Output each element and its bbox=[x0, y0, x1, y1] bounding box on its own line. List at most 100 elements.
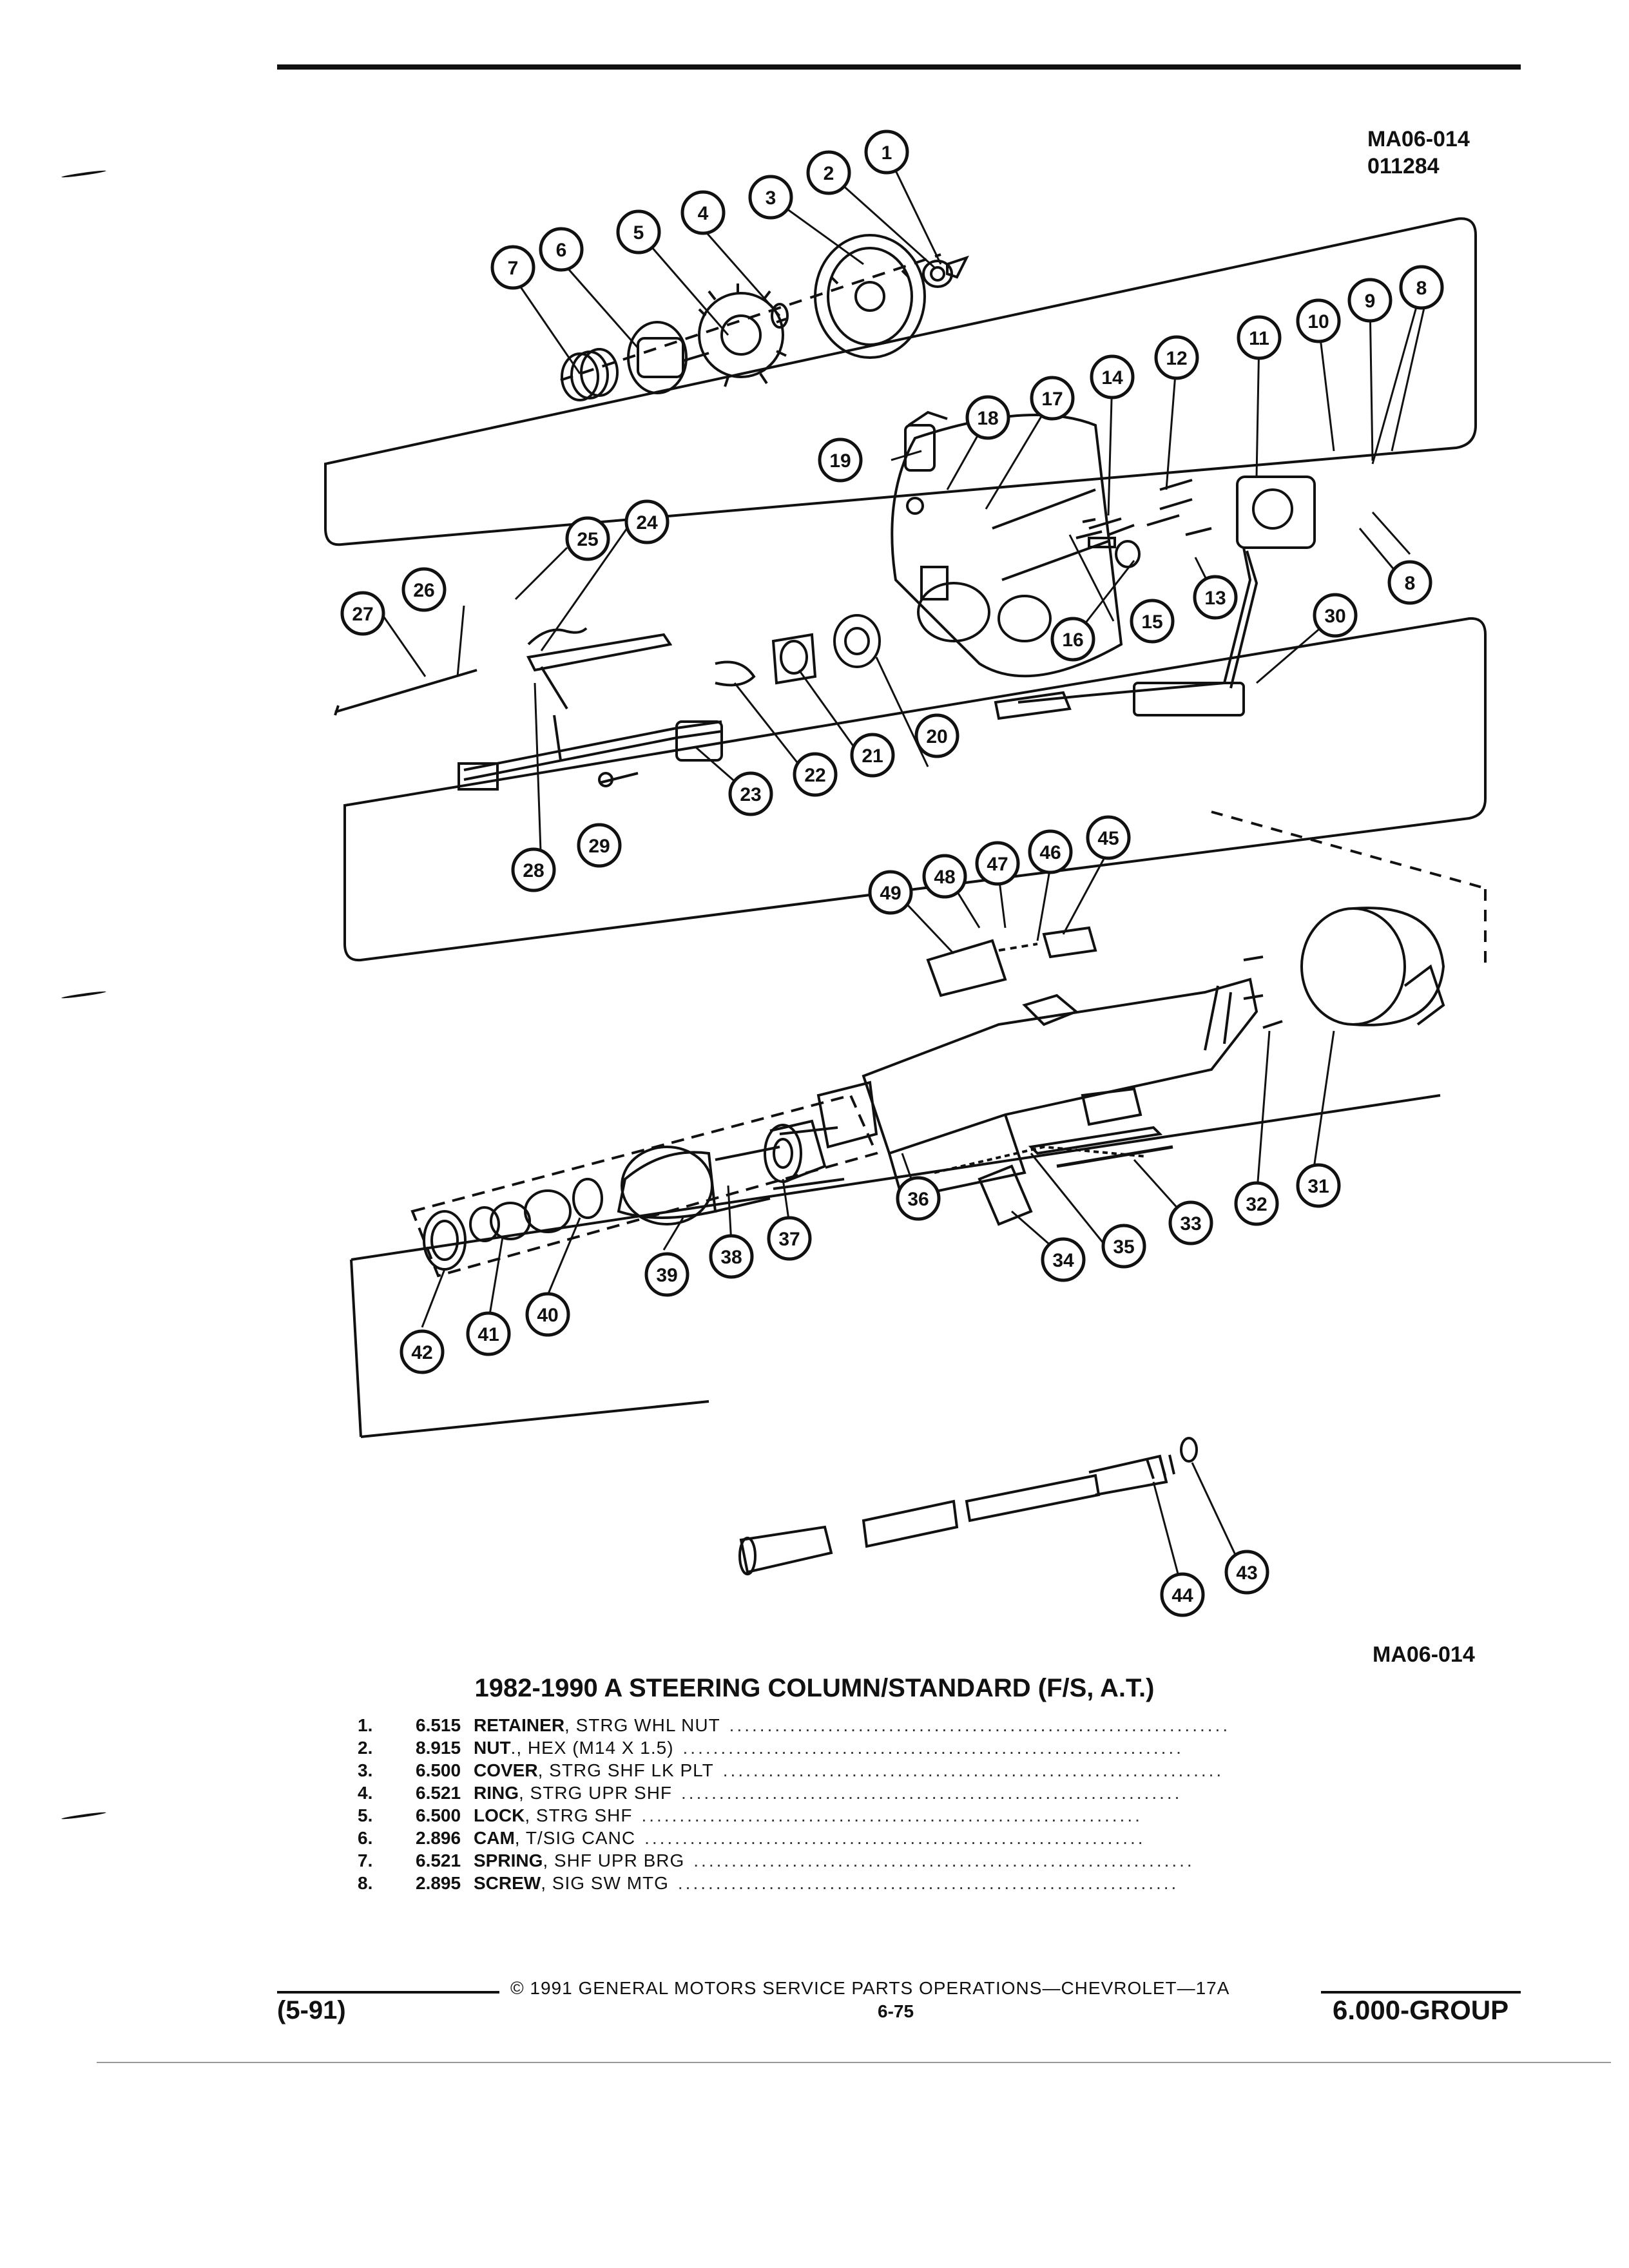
parts-row: 5. 6.500 LOCK , STRG SHF ...............… bbox=[358, 1804, 1389, 1827]
svg-text:27: 27 bbox=[352, 604, 373, 625]
column-parts-group bbox=[410, 907, 1445, 1278]
callout-26: 26 bbox=[401, 567, 447, 612]
callout-49: 49 bbox=[868, 870, 913, 915]
svg-text:32: 32 bbox=[1246, 1194, 1267, 1215]
callout-3: 3 bbox=[748, 175, 793, 220]
scan-edge-line bbox=[97, 2062, 1611, 2063]
leader-dots: ........................................… bbox=[677, 1873, 1179, 1893]
svg-text:16: 16 bbox=[1062, 629, 1083, 651]
binding-hole-mark bbox=[61, 1811, 106, 1820]
svg-text:9: 9 bbox=[1365, 291, 1376, 312]
svg-text:29: 29 bbox=[588, 836, 610, 857]
svg-text:26: 26 bbox=[413, 580, 434, 601]
svg-text:35: 35 bbox=[1113, 1236, 1134, 1258]
part-description: , STRG WHL NUT bbox=[564, 1715, 720, 1735]
revision-date: (5-91) bbox=[277, 1996, 346, 2024]
svg-text:8: 8 bbox=[1416, 278, 1427, 299]
callout-44: 44 bbox=[1160, 1572, 1205, 1617]
callout-31: 31 bbox=[1296, 1163, 1341, 1208]
svg-text:43: 43 bbox=[1236, 1562, 1257, 1584]
part-description: , STRG SHF bbox=[525, 1805, 633, 1825]
callout-14: 14 bbox=[1090, 354, 1135, 399]
top-rule bbox=[277, 64, 1521, 70]
leader-dots: ........................................… bbox=[729, 1715, 1231, 1735]
svg-text:10: 10 bbox=[1307, 311, 1329, 332]
callout-2: 2 bbox=[806, 150, 851, 195]
parts-row: 2. 8.915 NUT ., HEX (M14 X 1.5) ........… bbox=[358, 1736, 1389, 1759]
svg-text:18: 18 bbox=[977, 408, 998, 429]
callout-23: 23 bbox=[728, 771, 773, 816]
footer-rule-left bbox=[277, 1991, 499, 1994]
svg-text:33: 33 bbox=[1180, 1213, 1201, 1235]
part-name: NUT bbox=[474, 1738, 511, 1758]
svg-text:47: 47 bbox=[987, 854, 1008, 875]
svg-text:23: 23 bbox=[740, 784, 761, 805]
callout-11: 11 bbox=[1237, 315, 1282, 360]
figure-title: 1982-1990 A STEERING COLUMN/STANDARD (F/… bbox=[474, 1674, 1155, 1702]
callout-8-top: 8 bbox=[1399, 265, 1444, 310]
callout-6: 6 bbox=[539, 227, 584, 272]
page-number: 6-75 bbox=[878, 2001, 914, 2021]
leader-dots: ........................................… bbox=[641, 1805, 1142, 1825]
callout-42: 42 bbox=[400, 1329, 445, 1374]
svg-text:48: 48 bbox=[934, 867, 955, 888]
callout-35: 35 bbox=[1101, 1224, 1146, 1269]
part-name: RETAINER bbox=[474, 1715, 565, 1735]
svg-text:19: 19 bbox=[829, 450, 851, 472]
callout-40: 40 bbox=[525, 1292, 570, 1337]
figure-date-code: 011284 bbox=[1367, 154, 1440, 178]
callout-37: 37 bbox=[767, 1216, 812, 1261]
callout-47: 47 bbox=[975, 841, 1020, 886]
svg-text:11: 11 bbox=[1249, 328, 1269, 349]
leader-dots: ........................................… bbox=[693, 1850, 1195, 1870]
svg-text:25: 25 bbox=[577, 529, 598, 550]
part-group-code: 2.895 bbox=[416, 1873, 461, 1893]
parts-row: 4. 6.521 RING , STRG UPR SHF ...........… bbox=[358, 1782, 1389, 1804]
part-number: 8. bbox=[358, 1873, 373, 1893]
callout-36: 36 bbox=[896, 1176, 941, 1221]
part-description: , STRG UPR SHF bbox=[519, 1783, 673, 1803]
parts-row: 1. 6.515 RETAINER , STRG WHL NUT .......… bbox=[358, 1714, 1389, 1736]
svg-text:39: 39 bbox=[656, 1265, 677, 1286]
callout-4: 4 bbox=[680, 190, 726, 235]
part-group-code: 2.896 bbox=[416, 1828, 461, 1848]
svg-text:1: 1 bbox=[882, 142, 892, 164]
leader-dots: ........................................… bbox=[644, 1828, 1146, 1848]
svg-text:37: 37 bbox=[778, 1229, 800, 1250]
svg-text:46: 46 bbox=[1039, 842, 1061, 863]
svg-text:6: 6 bbox=[556, 240, 567, 261]
svg-text:20: 20 bbox=[926, 726, 947, 747]
svg-text:31: 31 bbox=[1307, 1176, 1329, 1197]
svg-text:40: 40 bbox=[537, 1305, 558, 1326]
part-description: , SHF UPR BRG bbox=[543, 1850, 685, 1870]
callout-12: 12 bbox=[1154, 335, 1199, 380]
callout-15: 15 bbox=[1130, 599, 1175, 644]
part-number: 3. bbox=[358, 1760, 373, 1780]
callout-33: 33 bbox=[1168, 1200, 1213, 1245]
part-number: 6. bbox=[358, 1828, 373, 1848]
callout-9: 9 bbox=[1347, 278, 1393, 323]
part-description: , STRG SHF LK PLT bbox=[537, 1760, 714, 1780]
svg-text:38: 38 bbox=[720, 1247, 742, 1268]
callout-21: 21 bbox=[850, 733, 895, 778]
callout-28: 28 bbox=[511, 847, 556, 892]
figure-ref-bottom: MA06-014 bbox=[1373, 1642, 1475, 1667]
svg-text:8: 8 bbox=[1405, 573, 1416, 594]
callout-19: 19 bbox=[818, 437, 863, 483]
part-name: CAM bbox=[474, 1828, 515, 1848]
part-number: 7. bbox=[358, 1850, 373, 1870]
svg-text:2: 2 bbox=[824, 163, 834, 184]
part-name: RING bbox=[474, 1783, 519, 1803]
callout-27: 27 bbox=[340, 591, 385, 636]
part-name: SPRING bbox=[474, 1850, 543, 1870]
callout-10: 10 bbox=[1296, 298, 1341, 343]
exploded-steering-column-diagram: 1 2 3 4 5 6 7 8 9 10 11 12 13 14 15 16 1… bbox=[324, 130, 1489, 1617]
part-description: , SIG SW MTG bbox=[541, 1873, 669, 1893]
leader-dots: ........................................… bbox=[722, 1760, 1224, 1780]
svg-text:30: 30 bbox=[1324, 606, 1345, 627]
figure-ref-top: MA06-014 bbox=[1367, 127, 1470, 151]
copyright-line: © 1991 GENERAL MOTORS SERVICE PARTS OPER… bbox=[510, 1978, 1230, 1998]
callout-45: 45 bbox=[1086, 815, 1131, 860]
part-name: SCREW bbox=[474, 1873, 541, 1893]
svg-text:5: 5 bbox=[633, 222, 644, 244]
